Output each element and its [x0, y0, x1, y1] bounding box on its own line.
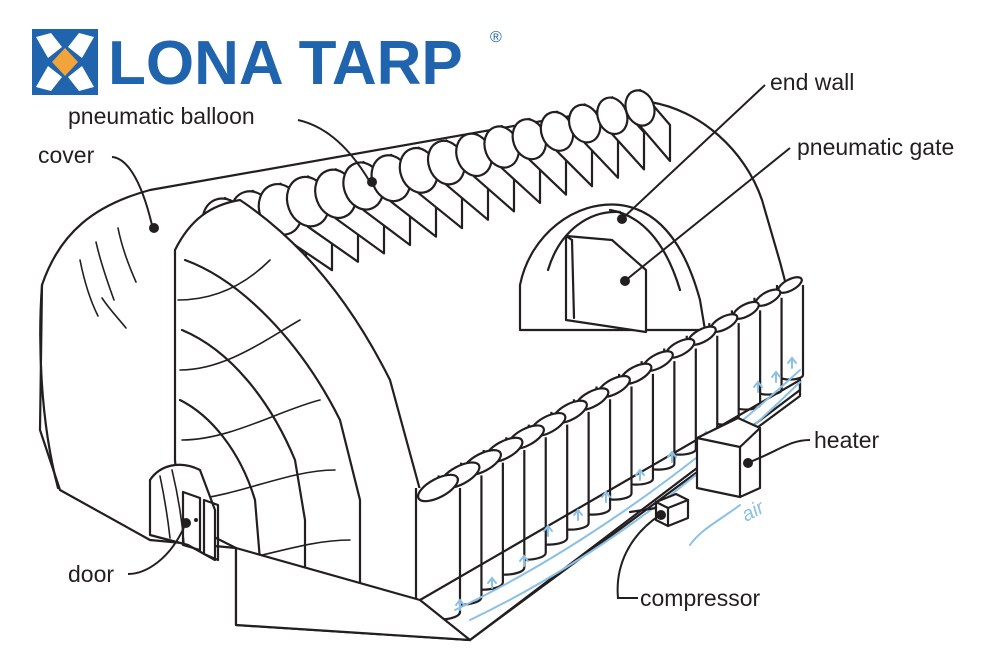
- air-arrow: [487, 576, 497, 589]
- air-arrow: [601, 490, 611, 503]
- label-air: air: [738, 496, 769, 526]
- leader-lines: [111, 84, 811, 599]
- label-door: door: [68, 561, 114, 587]
- air-arrow: [667, 450, 677, 463]
- air-supply-line: [454, 369, 801, 611]
- end-wall: [518, 203, 707, 334]
- label-compressor: compressor: [640, 585, 760, 611]
- side-wall-cylinder: [414, 488, 462, 621]
- label-end-wall: end wall: [770, 69, 854, 95]
- pneumatic-balloon: [624, 89, 656, 127]
- air-arrow: [635, 468, 645, 481]
- heater-unit: [695, 416, 762, 499]
- air-intake-arrow: [689, 504, 741, 546]
- pneumatic-gate: [564, 234, 648, 334]
- pneumatic-balloon-side-wall: [414, 276, 805, 621]
- brand-name: LONA TARP: [108, 29, 463, 98]
- air-arrow: [787, 356, 797, 369]
- door-tunnel: [148, 463, 220, 562]
- air-arrow: [519, 554, 529, 567]
- floor-tube: [234, 378, 802, 642]
- label-pneumatic-balloon: pneumatic balloon: [68, 103, 255, 129]
- registered-mark: ®: [490, 29, 502, 46]
- air-flow: [454, 356, 801, 621]
- lona-tarp-logo-icon: [32, 29, 98, 95]
- label-cover: cover: [38, 142, 95, 168]
- label-pneumatic-gate: pneumatic gate: [797, 134, 954, 160]
- air-arrow: [573, 508, 583, 521]
- air-arrow: [543, 524, 553, 537]
- air-arrow: [455, 598, 465, 611]
- air-supply-line: [469, 381, 801, 621]
- air-arrow: [753, 380, 763, 393]
- side-wall-cylinder-top: [416, 473, 460, 503]
- lona-tarp-logo: LONA TARP ®: [32, 29, 502, 98]
- air-arrow: [771, 370, 781, 383]
- label-heater: heater: [814, 427, 880, 453]
